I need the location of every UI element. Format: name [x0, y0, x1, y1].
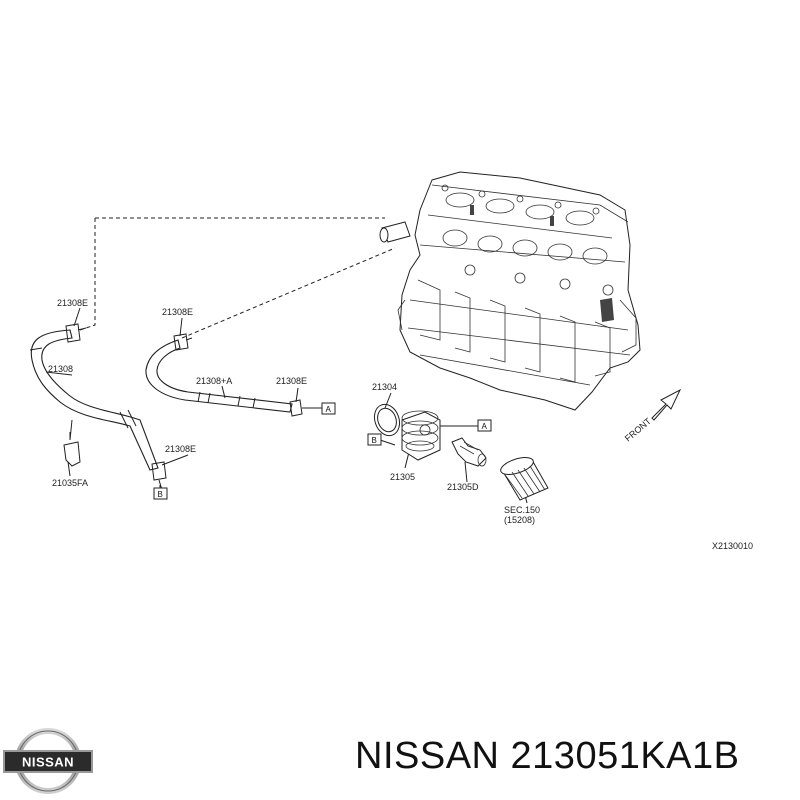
nissan-logo: NISSAN: [3, 728, 93, 794]
label-21308e-bottom: 21308E: [165, 444, 196, 454]
engine-block-illustration: [379, 171, 641, 411]
label-front: FRONT: [623, 416, 654, 444]
label-15208: (15208): [504, 515, 535, 525]
oil-cooler-21305: [401, 410, 441, 461]
svg-text:B: B: [158, 490, 163, 499]
label-21304: 21304: [372, 382, 397, 392]
svg-text:NISSAN: NISSAN: [22, 755, 74, 770]
front-arrow-icon: [651, 388, 682, 421]
ref-box-b-cooler: B: [367, 433, 382, 446]
hose-21308-plus-a: [145, 333, 322, 417]
label-21035fa: 21035FA: [52, 478, 88, 488]
ref-box-b-hose: B: [153, 487, 168, 500]
leader-lines: [79, 217, 396, 339]
hose-21308: [29, 323, 167, 491]
svg-text:A: A: [482, 422, 488, 431]
oil-filter: [500, 457, 549, 501]
label-21308e-right: 21308E: [276, 376, 307, 386]
part-number-caption: NISSAN 213051KA1B: [355, 735, 740, 777]
label-21308-plus-a: 21308+A: [196, 376, 232, 386]
label-21308e-mid: 21308E: [162, 307, 193, 317]
ref-box-a-cooler: A: [477, 419, 492, 432]
label-21305d: 21305D: [447, 482, 479, 492]
label-ref-code: X2130010: [712, 541, 753, 551]
clip-21035fa: [63, 419, 81, 477]
svg-text:A: A: [326, 405, 332, 414]
connector-21305d: [451, 437, 487, 467]
ref-box-a-right: A: [321, 402, 336, 415]
label-21308e-left: 21308E: [57, 298, 88, 308]
label-21305: 21305: [390, 472, 415, 482]
label-21308: 21308: [48, 364, 73, 374]
svg-text:B: B: [372, 436, 377, 445]
label-sec150: SEC.150: [504, 505, 540, 515]
o-ring-21304: [373, 403, 401, 437]
